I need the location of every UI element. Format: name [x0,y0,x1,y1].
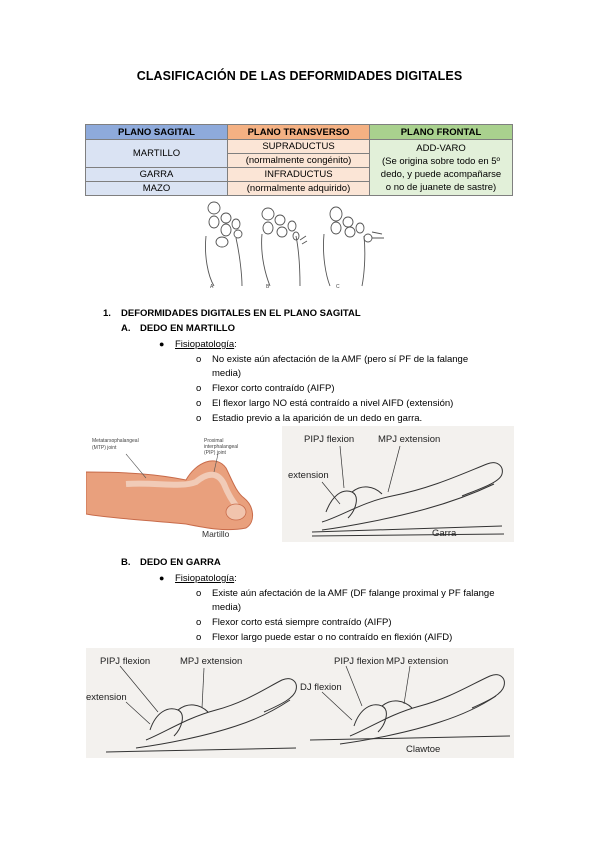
claw-diagram-left: PIPJ flexion MPJ extension extension [86,648,300,758]
pipj-flexion-label: PIPJ flexion [334,656,384,667]
sketch-label-c: C [336,284,340,290]
cell-infraductus-note: (normalmente adquirido) [227,181,370,196]
add-varo-line-4: o no de juanete de sastre) [385,181,497,193]
list-item: No existe aún afectación de la AMF (pero… [212,354,469,365]
pip-label-3: (PIP) joint [204,450,227,456]
pip-label-1: Proximal [204,438,223,444]
list-item: media) [212,368,242,379]
bullet-circle: o [196,588,202,599]
dj-flexion-label: DJ flexion [300,682,342,693]
cell-garra: GARRA [85,167,228,182]
list-item: Estadio previo a la aparición de un dedo… [212,413,423,424]
cell-martillo: MARTILLO [85,139,228,168]
subsection-b-letter: B. [121,557,131,568]
classification-table: PLANO SAGITAL PLANO TRANSVERSO PLANO FRO… [85,124,513,196]
list-item: Existe aún afectación de la AMF (DF fala… [212,588,495,599]
bullet-circle: o [196,617,202,628]
clawtoe-diagram-right: PIPJ flexion MPJ extension DJ flexion Cl… [300,648,514,758]
section-1-heading: DEFORMIDADES DIGITALES EN EL PLANO SAGIT… [121,308,361,319]
bullet-circle: o [196,632,202,643]
header-plano-sagital: PLANO SAGITAL [85,124,228,140]
page-title: CLASIFICACIÓN DE LAS DEFORMIDADES DIGITA… [136,69,463,83]
mpj-extension-label: MPJ extension [386,656,448,667]
fisiopatologia-a: Fisiopatología: [175,337,237,352]
fisio-label: Fisiopatología [175,339,235,350]
cell-supraductus: SUPRADUCTUS [227,139,370,154]
bullet-circle: o [196,413,202,424]
mpj-extension-label: MPJ extension [180,656,242,667]
cell-infraductus: INFRADUCTUS [227,167,370,182]
fisiopatologia-b: Fisiopatología: [175,571,237,586]
fisio-label: Fisiopatología [175,573,235,584]
list-item: Flexor corto está siempre contraído (AIF… [212,617,392,628]
pip-label-2: interphalangeal [204,444,238,450]
list-item: El flexor largo NO está contraído a nive… [212,398,454,409]
bullet-circle: o [196,398,202,409]
bullet-circle: o [196,354,202,365]
pipj-flexion-label: PIPJ flexion [304,434,354,445]
mtp-label-1: Metatarsophalangeal [92,438,139,444]
subsection-a-letter: A. [121,323,131,334]
garra-caption: Garra [432,528,457,539]
extension-label: extension [288,470,329,481]
sketch-label-b: B [266,284,270,290]
add-varo-line-2: (Se origina sobre todo en 5º [381,155,501,167]
martillo-caption: Martillo [202,529,230,539]
sketch-label-a: A [210,284,214,290]
header-plano-frontal: PLANO FRONTAL [369,124,513,140]
mpj-extension-label: MPJ extension [378,434,440,445]
header-plano-transverso: PLANO TRANSVERSO [227,124,370,140]
add-varo-line-1: ADD-VARO [416,142,466,154]
add-varo-line-3: dedo, y puede acompañarse [380,168,502,180]
bullet-circle: o [196,383,202,394]
hammertoe-illustration: Metatarsophalangeal (MTP) joint Proximal… [86,438,253,539]
cell-mazo: MAZO [85,181,228,196]
subsection-a-heading: DEDO EN MARTILLO [140,323,235,334]
garra-diagram: PIPJ flexion MPJ extension extension Gar… [282,426,514,542]
fisio-colon: : [234,573,237,584]
pipj-flexion-label: PIPJ flexion [100,656,150,667]
extension-label: extension [86,692,127,703]
mtp-label-2: (MTP) joint [92,445,117,451]
bullet-dot: ● [159,339,165,349]
list-item: media) [212,602,242,613]
cell-supraductus-note: (normalmente congénito) [227,153,370,168]
list-item: Flexor largo puede estar o no contraído … [212,632,453,643]
subsection-b-heading: DEDO EN GARRA [140,557,221,568]
section-1-number: 1. [103,308,111,319]
toe-deformity-sketches: A B C [205,201,384,290]
list-item: Flexor corto contraído (AIFP) [212,383,335,394]
cell-add-varo: ADD-VARO (Se origina sobre todo en 5º de… [369,139,513,196]
fisio-colon: : [234,339,237,350]
clawtoe-caption: Clawtoe [406,744,440,755]
bullet-dot: ● [159,573,165,583]
